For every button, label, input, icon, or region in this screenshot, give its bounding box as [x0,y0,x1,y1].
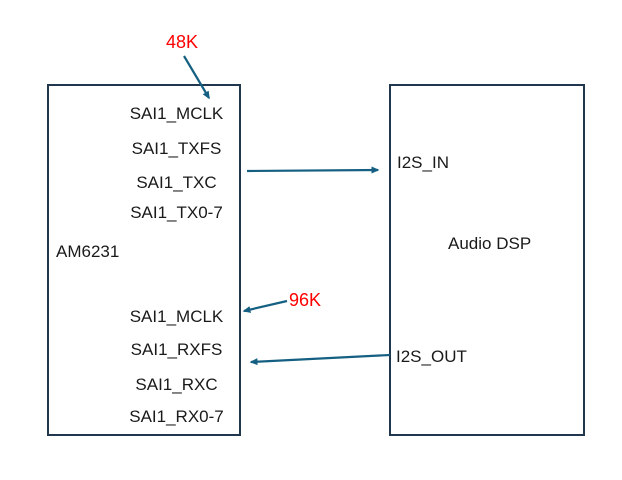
audio-dsp-title: Audio DSP [448,234,532,253]
audio-dsp-block [389,84,585,436]
arrow-96k-to-sai1-mclk [242,299,288,313]
pin-sai1-mclk-rx: SAI1_MCLK [129,307,224,326]
arrow-sai1-tx-to-i2s-in [246,166,380,174]
pin-sai1-tx0-7: SAI1_TX0-7 [130,203,223,222]
am6231-title: AM6231 [56,242,120,261]
am6231-block [47,84,241,436]
pin-sai1-rxfs: SAI1_RXFS [130,340,223,359]
pin-i2s-out: I2S_OUT [396,347,467,366]
arrow-i2s-out-to-sai1-rx [249,353,391,366]
rx-sample-rate-label: 96K [289,290,322,310]
pin-sai1-txc: SAI1_TXC [136,173,217,192]
pin-i2s-in: I2S_IN [397,153,449,172]
pin-sai1-rxc: SAI1_RXC [135,375,218,394]
pin-sai1-rx0-7: SAI1_RX0-7 [129,407,224,426]
tx-sample-rate-label: 48K [166,32,199,52]
pin-sai1-mclk-tx: SAI1_MCLK [129,104,224,123]
pin-sai1-txfs: SAI1_TXFS [131,139,222,158]
